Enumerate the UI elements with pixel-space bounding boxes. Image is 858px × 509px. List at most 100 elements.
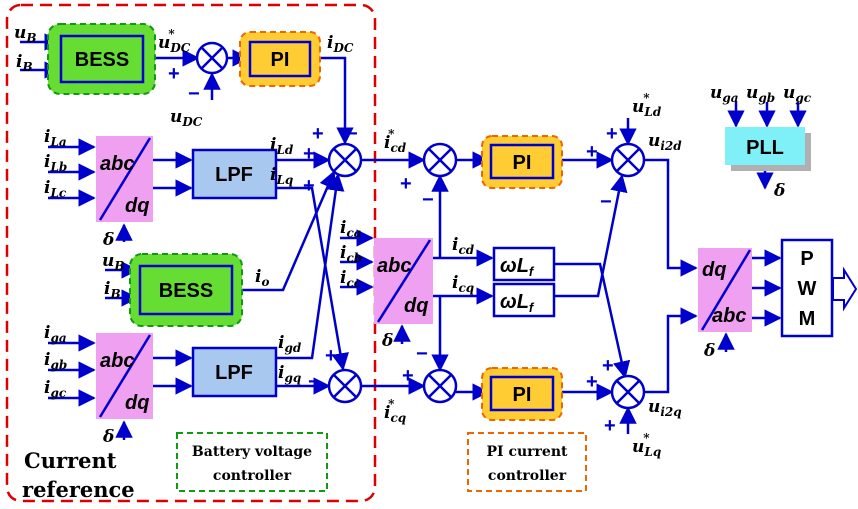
- current-reference-label-line1: Current: [24, 448, 117, 473]
- label-icd-ref: icd*: [384, 127, 407, 155]
- pi-current-controller-line2: controller: [488, 468, 567, 484]
- sign-volt-q-plus-bottom: +: [604, 415, 616, 437]
- bess-label-middle: BESS: [159, 280, 213, 302]
- battery-voltage-controller-frame: [176, 432, 328, 492]
- lpf-label-lower: LPF: [215, 362, 253, 384]
- label-icc: icc: [340, 268, 362, 290]
- sign-error-q-minus: −: [416, 343, 428, 365]
- label-ub-middle: uB: [102, 251, 125, 273]
- label-delta-load: δ: [102, 230, 114, 250]
- label-delta-grid: δ: [102, 427, 114, 447]
- pwm-letter-p: P: [800, 248, 813, 270]
- transform-load-abc: abc: [100, 153, 134, 175]
- transform-cap-abc: abc: [377, 255, 411, 277]
- transform-load-dq: dq: [125, 195, 149, 217]
- sign-ref-d-minus: −: [346, 123, 358, 145]
- label-icq: icq: [452, 273, 474, 295]
- label-io: io: [255, 267, 269, 289]
- label-igb: igb: [44, 350, 67, 372]
- sign-ref-d-plus-lower: +: [303, 175, 315, 197]
- sum-junction-voltage-d: [610, 142, 646, 178]
- pi-block-top: [248, 40, 312, 78]
- label-ilb: iLb: [44, 152, 67, 174]
- label-delta-output: δ: [703, 341, 715, 361]
- sign-ref-q-plus: +: [325, 345, 337, 367]
- label-ub-top: uB: [14, 23, 37, 45]
- omega-l-label-q: ωLf: [500, 291, 535, 315]
- sum-junction-reference-d: [327, 142, 363, 178]
- sign-error-d-minus: −: [422, 189, 434, 211]
- sign-volt-d-plus-top: +: [606, 123, 618, 145]
- pwm-letter-m: M: [799, 308, 816, 330]
- transform-grid-dq: dq: [125, 392, 149, 414]
- label-icd: icd: [452, 235, 475, 257]
- label-udc-ref: uDC*: [158, 27, 191, 55]
- pwm-block: [780, 238, 834, 338]
- sign-volt-d-plus-left: +: [586, 141, 598, 163]
- label-uld-ref: uLd*: [632, 91, 662, 119]
- label-ib-middle: iB: [104, 279, 121, 301]
- battery-voltage-controller-line1: Battery voltage: [192, 444, 312, 460]
- sign-dc-plus: +: [168, 63, 180, 85]
- label-icb: icb: [340, 243, 362, 265]
- sign-dc-minus: −: [188, 83, 200, 105]
- sign-volt-d-minus: −: [600, 191, 612, 213]
- label-ugc: ugc: [783, 83, 812, 105]
- pi-label-top: PI: [271, 49, 290, 71]
- label-ui2d: ui2d: [648, 131, 682, 153]
- label-ui2q: ui2q: [648, 397, 682, 419]
- label-uga: uga: [710, 83, 739, 105]
- sum-junction-error-d: [422, 142, 458, 178]
- label-igc: igc: [44, 378, 67, 400]
- label-ib-top: iB: [16, 52, 33, 74]
- bess-block-top: [59, 34, 145, 84]
- pi-label-d: PI: [513, 152, 532, 174]
- sign-ref-d-plus-left: +: [303, 143, 315, 165]
- sign-ref-q-minus: −: [308, 371, 320, 393]
- lpf-block-upper: [191, 148, 278, 200]
- pll-block: [725, 127, 805, 165]
- label-ila: iLa: [44, 127, 67, 149]
- label-udc: uDC: [170, 107, 203, 129]
- pi-label-q: PI: [513, 384, 532, 406]
- sign-ref-d-plus-top: +: [312, 123, 324, 145]
- pi-current-controller-frame: [467, 432, 587, 492]
- bess-block-middle: [138, 264, 234, 316]
- omega-l-block-q: [492, 282, 556, 318]
- omega-l-block-d: [492, 246, 556, 282]
- label-ilq: iLq: [270, 165, 293, 187]
- label-idc: iDC: [327, 33, 354, 55]
- sign-volt-q-plus-top: +: [602, 355, 614, 377]
- sum-junction-dc: [195, 41, 229, 75]
- label-icq-ref: icq*: [384, 397, 406, 425]
- transform-out-dq: dq: [702, 259, 726, 281]
- label-igd: igd: [278, 333, 302, 355]
- sign-error-q-plus: +: [402, 365, 414, 387]
- sign-error-d-plus: +: [400, 173, 412, 195]
- bess-label-top: BESS: [75, 49, 129, 71]
- pll-label: PLL: [746, 137, 784, 159]
- battery-voltage-controller-line2: controller: [213, 468, 292, 484]
- label-igq: igq: [278, 363, 301, 385]
- label-ild: iLd: [270, 135, 294, 157]
- label-ugb: ugb: [746, 83, 775, 105]
- lpf-block-lower: [191, 346, 278, 398]
- label-ilc: iLc: [44, 178, 67, 200]
- pwm-output-arrow: [832, 266, 858, 312]
- transform-cap-dq: dq: [404, 295, 428, 317]
- pi-block-q: [489, 375, 555, 412]
- label-delta-pll: δ: [773, 181, 785, 201]
- omega-l-label-d: ωLf: [500, 255, 535, 279]
- label-ulq-ref: uLq*: [632, 431, 661, 459]
- transform-out-abc: abc: [712, 305, 746, 327]
- label-iga: iga: [44, 323, 67, 345]
- pwm-letter-w: W: [798, 278, 817, 300]
- label-delta-capacitor: δ: [381, 331, 393, 351]
- current-reference-label-line2: reference: [22, 477, 135, 502]
- label-ica: ica: [340, 218, 362, 240]
- sign-volt-q-plus-left: +: [586, 371, 598, 393]
- pi-block-d: [489, 143, 555, 180]
- transform-grid-abc: abc: [100, 350, 134, 372]
- sum-junction-voltage-q: [610, 374, 646, 410]
